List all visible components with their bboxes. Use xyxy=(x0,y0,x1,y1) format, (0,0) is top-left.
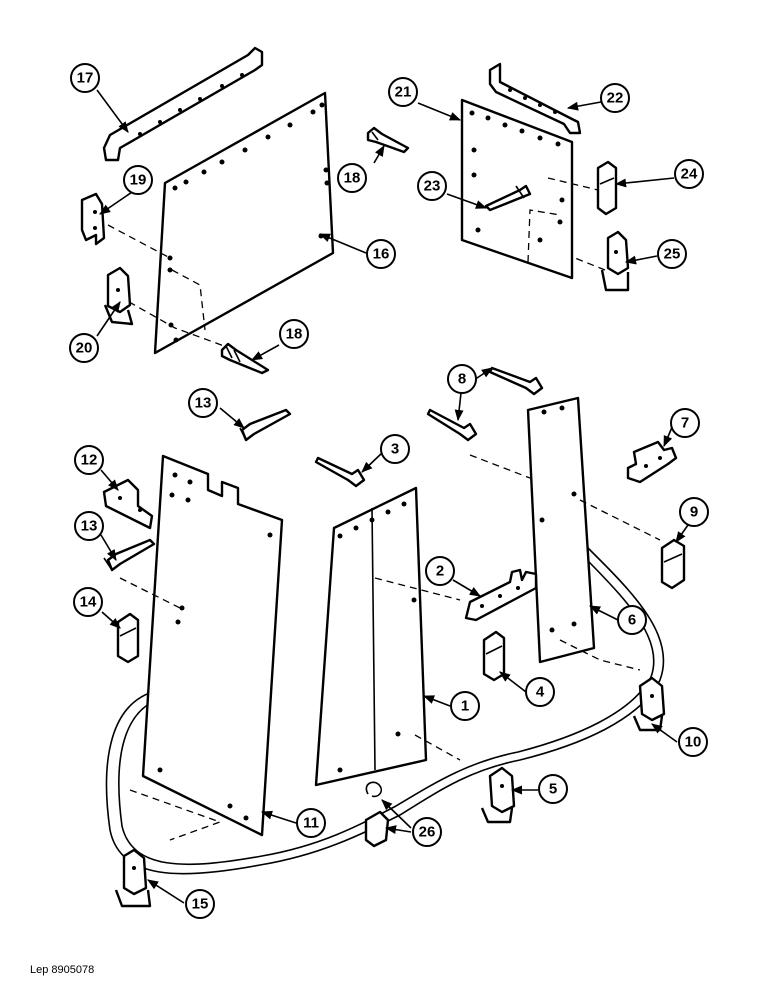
svg-text:22: 22 xyxy=(607,90,624,107)
svg-text:15: 15 xyxy=(192,896,209,913)
callout-5: 5 xyxy=(538,774,568,804)
pin-23 xyxy=(484,184,532,212)
callout-19: 19 xyxy=(123,165,153,195)
svg-text:17: 17 xyxy=(77,70,94,87)
svg-text:4: 4 xyxy=(536,684,545,701)
leader-lines xyxy=(96,89,689,904)
svg-text:13: 13 xyxy=(195,395,212,412)
svg-text:3: 3 xyxy=(391,441,399,458)
callout-4: 4 xyxy=(525,677,555,707)
svg-text:10: 10 xyxy=(685,734,702,751)
bracket-22 xyxy=(488,62,582,135)
callout-7: 7 xyxy=(670,408,700,438)
callout-24: 24 xyxy=(674,159,704,189)
callout-18-lower: 18 xyxy=(279,319,309,349)
pin-18-upper xyxy=(366,126,410,154)
svg-text:1: 1 xyxy=(461,698,469,715)
svg-text:18: 18 xyxy=(286,326,303,343)
latch-15 xyxy=(114,848,152,908)
svg-text:12: 12 xyxy=(81,452,98,469)
callout-18-upper: 18 xyxy=(337,163,367,193)
svg-text:20: 20 xyxy=(76,340,93,357)
svg-text:18: 18 xyxy=(344,170,361,187)
latch-5 xyxy=(480,766,516,824)
callout-22: 22 xyxy=(600,83,630,113)
svg-text:14: 14 xyxy=(80,594,97,611)
svg-text:26: 26 xyxy=(419,824,436,841)
callout-23: 23 xyxy=(417,171,447,201)
svg-text:25: 25 xyxy=(664,246,681,263)
pin-3 xyxy=(314,456,366,488)
svg-text:13: 13 xyxy=(81,518,98,535)
pin-13-upper xyxy=(239,408,292,442)
callout-11: 11 xyxy=(296,808,326,838)
clip-26 xyxy=(364,781,390,848)
callout-20: 20 xyxy=(69,333,99,363)
bracket-14 xyxy=(116,612,140,664)
callout-26: 26 xyxy=(412,817,442,847)
callout-21: 21 xyxy=(388,77,418,107)
svg-text:6: 6 xyxy=(628,612,636,629)
callout-6: 6 xyxy=(617,605,647,635)
callout-8: 8 xyxy=(447,364,477,394)
svg-text:19: 19 xyxy=(130,172,147,189)
latch-25 xyxy=(600,230,630,292)
callout-12: 12 xyxy=(74,445,104,475)
svg-text:8: 8 xyxy=(458,371,466,388)
svg-text:23: 23 xyxy=(424,178,441,195)
svg-text:24: 24 xyxy=(681,166,698,183)
svg-text:21: 21 xyxy=(395,84,412,101)
panel-1 xyxy=(314,486,461,787)
callout-16: 16 xyxy=(366,239,396,269)
panel-11 xyxy=(119,454,284,841)
bracket-9 xyxy=(660,538,686,590)
pin-8-b xyxy=(426,408,478,442)
bracket-17 xyxy=(102,46,264,162)
callout-15: 15 xyxy=(185,889,215,919)
callout-3: 3 xyxy=(380,434,410,464)
svg-text:11: 11 xyxy=(303,815,319,832)
svg-text:16: 16 xyxy=(373,246,390,263)
svg-text:9: 9 xyxy=(690,504,698,521)
callout-9: 9 xyxy=(679,497,709,527)
bracket-2 xyxy=(464,568,538,622)
bracket-12 xyxy=(102,478,154,530)
panel-21 xyxy=(460,98,606,280)
bracket-24 xyxy=(596,160,618,216)
pin-8-a xyxy=(488,366,544,396)
callout-13-lower: 13 xyxy=(74,511,104,541)
callout-25: 25 xyxy=(657,239,687,269)
bracket-7 xyxy=(626,440,678,484)
callout-13-upper: 13 xyxy=(188,388,218,418)
callout-1: 1 xyxy=(450,691,480,721)
pin-13-lower xyxy=(103,538,156,572)
bracket-19 xyxy=(80,192,106,246)
svg-text:2: 2 xyxy=(436,563,444,580)
svg-text:5: 5 xyxy=(549,781,557,798)
callout-10: 10 xyxy=(678,727,708,757)
latch-10 xyxy=(632,676,666,732)
callout-14: 14 xyxy=(73,587,103,617)
callout-2: 2 xyxy=(425,556,455,586)
pin-18-lower xyxy=(220,342,270,375)
latch-20 xyxy=(103,266,134,326)
svg-text:7: 7 xyxy=(681,415,689,432)
reference-code: Lep 8905078 xyxy=(30,964,95,976)
callout-17: 17 xyxy=(70,63,100,93)
